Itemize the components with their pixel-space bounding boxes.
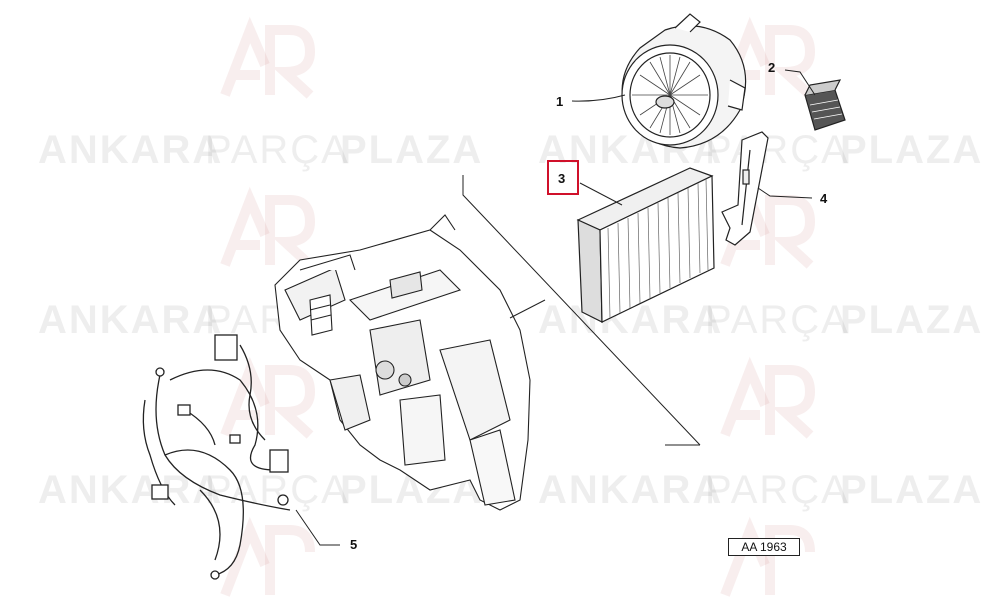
callout-3-highlight [547, 160, 579, 195]
callout-2: 2 [768, 60, 776, 75]
callout-5: 5 [350, 537, 358, 552]
blower-fan-part [621, 13, 747, 149]
hvac-housing [274, 214, 531, 511]
leader-line-4 [757, 187, 813, 199]
watermark-logo [220, 356, 316, 439]
assembly-bracket-line [509, 299, 546, 319]
reference-code-label: AA 1963 [728, 538, 800, 556]
wiring-harness-part [142, 334, 291, 580]
watermark-logo [220, 516, 315, 597]
leader-line-2 [784, 69, 816, 96]
callout-3: 3 [558, 171, 566, 186]
leader-lines [295, 69, 816, 546]
leader-line-3 [579, 182, 623, 206]
watermark-logo [220, 186, 316, 269]
leader-line-1 [571, 94, 626, 102]
watermark-logo [220, 16, 316, 99]
filter-cover-part [721, 131, 769, 246]
callout-4: 4 [820, 191, 828, 206]
assembly-bracket-line [462, 175, 701, 446]
resistor-part [804, 79, 846, 131]
callout-1: 1 [556, 94, 564, 109]
leader-line-5 [295, 509, 340, 546]
watermark-logo [720, 356, 816, 439]
cabin-filter-part [576, 167, 715, 323]
